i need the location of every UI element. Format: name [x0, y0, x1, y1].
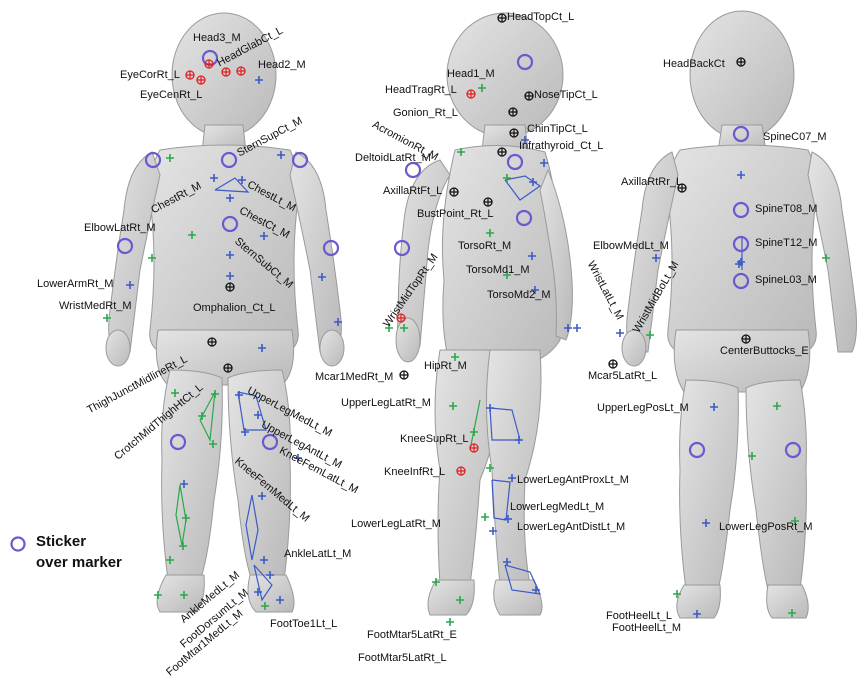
- marker-green-cross: [481, 513, 489, 521]
- side-foot-back: [494, 580, 542, 615]
- marker-blue-cross: [616, 329, 624, 337]
- label-bustpoint-rt-l: BustPoint_Rt_L: [417, 208, 493, 220]
- front-torso: [150, 145, 299, 352]
- label-upperlegposlt-m: UpperLegPosLt_M: [597, 402, 689, 414]
- label-head1-m: Head1_M: [447, 68, 495, 80]
- marker-black: [498, 148, 506, 156]
- marker-black: [742, 335, 750, 343]
- marker-black: [400, 371, 408, 379]
- marker-green-cross: [446, 618, 454, 626]
- label-torsort-m: TorsoRt_M: [458, 240, 511, 252]
- label-infrathyroid-ct-l: Infrathyroid_Ct_L: [519, 140, 603, 152]
- label-chintipct-l: ChinTipCt_L: [527, 123, 588, 135]
- label-headtragrt-l: HeadTragRt_L: [385, 84, 457, 96]
- sticker-deltoid: [406, 163, 420, 177]
- label-deltoidlatrt-m: DeltoidLatRt_M: [355, 152, 431, 164]
- label-lowerarmrt-m: LowerArmRt_M: [37, 278, 113, 290]
- side-leg-back: [486, 350, 541, 585]
- front-hand-left: [320, 330, 344, 366]
- label-spinet12-m: SpineT12_M: [755, 237, 817, 249]
- label-torsomd1-m: TorsoMd1_M: [466, 264, 530, 276]
- label-nosetipct-l: NoseTipCt_L: [534, 89, 598, 101]
- marker-red: [205, 60, 213, 68]
- label-foottoe1lt-l: FootToe1Lt_L: [270, 618, 337, 630]
- label-wristmedrt-m: WristMedRt_M: [59, 300, 132, 312]
- label-spinel03-m: SpineL03_M: [755, 274, 817, 286]
- marker-red: [457, 467, 465, 475]
- label-eyecenrt-l: EyeCenRt_L: [140, 89, 202, 101]
- marker-red: [237, 67, 245, 75]
- label-lowerleglatrt-m: LowerLegLatRt_M: [351, 518, 441, 530]
- label-footheellt-m: FootHeelLt_M: [612, 622, 681, 634]
- legend-line-1: Sticker: [36, 531, 176, 552]
- back-leg-left: [746, 380, 806, 590]
- legend-text: Sticker over marker: [36, 531, 176, 573]
- side-hand: [396, 318, 420, 362]
- label-anklelatlt-m: AnkleLatLt_M: [284, 548, 351, 560]
- label-lowerlegantdistlt-m: LowerLegAntDistLt_M: [517, 521, 625, 533]
- label-axillartft-l: AxillaRtFt_L: [383, 185, 442, 197]
- label-spinec07-m: SpineC07_M: [763, 131, 827, 143]
- marker-black: [609, 360, 617, 368]
- label-mcar5latrt-l: Mcar5LatRt_L: [588, 370, 657, 382]
- label-hiprt-m: HipRt_M: [424, 360, 467, 372]
- label-eyecorrt-l: EyeCorRt_L: [120, 69, 180, 81]
- front-foot-left: [248, 575, 294, 612]
- marker-black: [450, 188, 458, 196]
- legend-sticker-icon: [12, 538, 25, 551]
- marker-red: [467, 90, 475, 98]
- marker-red: [186, 71, 194, 79]
- marker-black: [208, 338, 216, 346]
- label-torsomd2-m: TorsoMd2_M: [487, 289, 551, 301]
- marker-blue-cross: [573, 324, 581, 332]
- label-footmtar5latrt-l: FootMtar5LatRt_L: [358, 652, 447, 664]
- label-headtopct-l: HeadTopCt_L: [507, 11, 574, 23]
- marker-black: [737, 58, 745, 66]
- marker-black: [525, 92, 533, 100]
- label-upperleglatrt-m: UpperLegLatRt_M: [341, 397, 431, 409]
- label-lowerlegantproxlt-m: LowerLegAntProxLt_M: [517, 474, 629, 486]
- marker-black: [510, 129, 518, 137]
- label-footheellt-l: FootHeelLt_L: [606, 610, 672, 622]
- back-head: [690, 11, 794, 139]
- marker-black: [484, 198, 492, 206]
- label-centerbuttocks-e: CenterButtocks_E: [720, 345, 809, 357]
- label-elbowlatrt-m: ElbowLatRt_M: [84, 222, 156, 234]
- front-hand-right: [106, 330, 130, 366]
- label-spinet08-m: SpineT08_M: [755, 203, 817, 215]
- label-kneeinfrt-l: KneeInfRt_L: [384, 466, 445, 478]
- label-axillartrt-l: AxillaRtRr_L: [621, 176, 682, 188]
- label-mcar1medrt-m: Mcar1MedRt_M: [315, 371, 393, 383]
- label-headbackct: HeadBackCt: [663, 58, 725, 70]
- back-foot-left: [767, 585, 809, 618]
- legend-line-2: over marker: [36, 552, 176, 573]
- back-foot-right: [677, 585, 721, 618]
- label-elbowmedlt-m: ElbowMedLt_M: [593, 240, 669, 252]
- label-head2-m: Head2_M: [258, 59, 306, 71]
- label-footmtar5latrt-e: FootMtar5LatRt_E: [367, 629, 457, 641]
- label-lowerlegposrt-m: LowerLegPosRt_M: [719, 521, 813, 533]
- label-gonion-rt-l: Gonion_Rt_L: [393, 107, 458, 119]
- marker-black: [498, 14, 506, 22]
- marker-red: [222, 68, 230, 76]
- label-lowerlegmedlt-m: LowerLegMedLt_M: [510, 501, 604, 513]
- marker-red: [197, 76, 205, 84]
- side-foot-front: [428, 580, 474, 615]
- label-head3-m: Head3_M: [193, 32, 241, 44]
- marker-red: [470, 444, 478, 452]
- marker-black: [226, 283, 234, 291]
- back-hand-right: [622, 330, 646, 366]
- label-kneesuprt-l: KneeSupRt_L: [400, 433, 469, 445]
- marker-black: [224, 364, 232, 372]
- label-omphalion-ct-l: Omphalion_Ct_L: [193, 302, 276, 314]
- front-arm-left: [290, 152, 341, 352]
- marker-black: [509, 108, 517, 116]
